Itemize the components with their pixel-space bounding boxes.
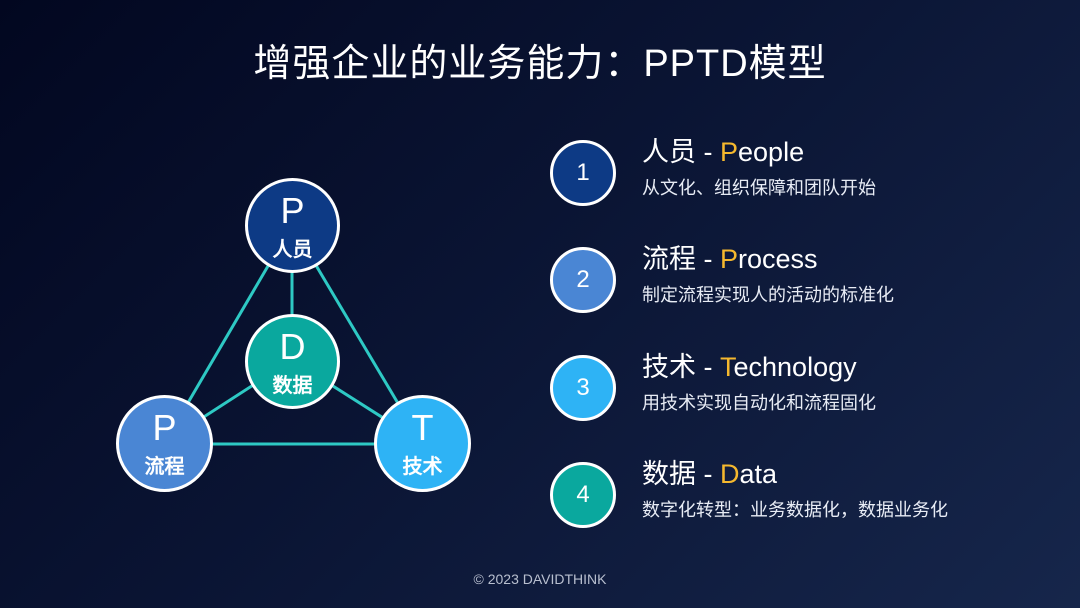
item-title-initial: P (720, 244, 739, 274)
number-badge: 2 (550, 247, 616, 313)
node-data: D 数据 (245, 314, 340, 409)
list-item-data: 4 数据 - Data 数字化转型：业务数据化，数据业务化 (550, 459, 1050, 542)
number-badge: 3 (550, 355, 616, 421)
item-description: 用技术实现自动化和流程固化 (642, 393, 876, 413)
node-letter: D (279, 326, 306, 367)
item-title: 技术 - Technology (642, 345, 857, 384)
item-title-cn: 流程 (642, 244, 696, 274)
node-letter: P (280, 190, 305, 231)
item-title-rest: ata (739, 459, 778, 489)
item-title-rest: eople (738, 137, 805, 167)
item-title-cn: 人员 (642, 137, 696, 167)
node-people: P 人员 (245, 178, 340, 273)
item-title-rest: echnology (733, 352, 857, 382)
item-title-sep: - (696, 244, 720, 274)
item-title-initial: P (720, 137, 739, 167)
item-description: 从文化、组织保障和团队开始 (642, 178, 876, 198)
item-title-sep: - (696, 459, 720, 489)
node-label: 人员 (272, 239, 313, 261)
slide-title: 增强企业的业务能力：PPTD模型 (253, 43, 827, 85)
number-badge: 1 (550, 140, 616, 206)
item-description: 制定流程实现人的活动的标准化 (642, 285, 894, 305)
number-badge: 4 (550, 462, 616, 528)
item-description: 数字化转型：业务数据化，数据业务化 (642, 500, 948, 520)
list-item-process: 2 流程 - Process 制定流程实现人的活动的标准化 (550, 244, 1050, 327)
list-item-technology: 3 技术 - Technology 用技术实现自动化和流程固化 (550, 352, 1050, 435)
item-title-initial: T (720, 352, 734, 382)
item-title-sep: - (696, 352, 720, 382)
item-title: 流程 - Process (642, 237, 818, 276)
node-letter: T (411, 407, 434, 448)
node-technology: T 技术 (374, 395, 471, 492)
node-label: 流程 (144, 456, 185, 478)
node-label: 数据 (272, 375, 313, 397)
item-title-initial: D (720, 459, 740, 489)
item-title-cn: 数据 (642, 459, 696, 489)
item-title-cn: 技术 (642, 352, 696, 382)
list-item-people: 1 人员 - People 从文化、组织保障和团队开始 (550, 137, 1050, 220)
item-title-sep: - (696, 137, 720, 167)
node-process: P 流程 (116, 395, 213, 492)
node-letter: P (152, 407, 177, 448)
item-title: 人员 - People (642, 130, 804, 169)
item-title-rest: rocess (738, 244, 818, 274)
copyright-footer: © 2023 DAVIDTHINK (473, 571, 607, 587)
node-label: 技术 (402, 456, 443, 478)
item-title: 数据 - Data (642, 452, 777, 491)
